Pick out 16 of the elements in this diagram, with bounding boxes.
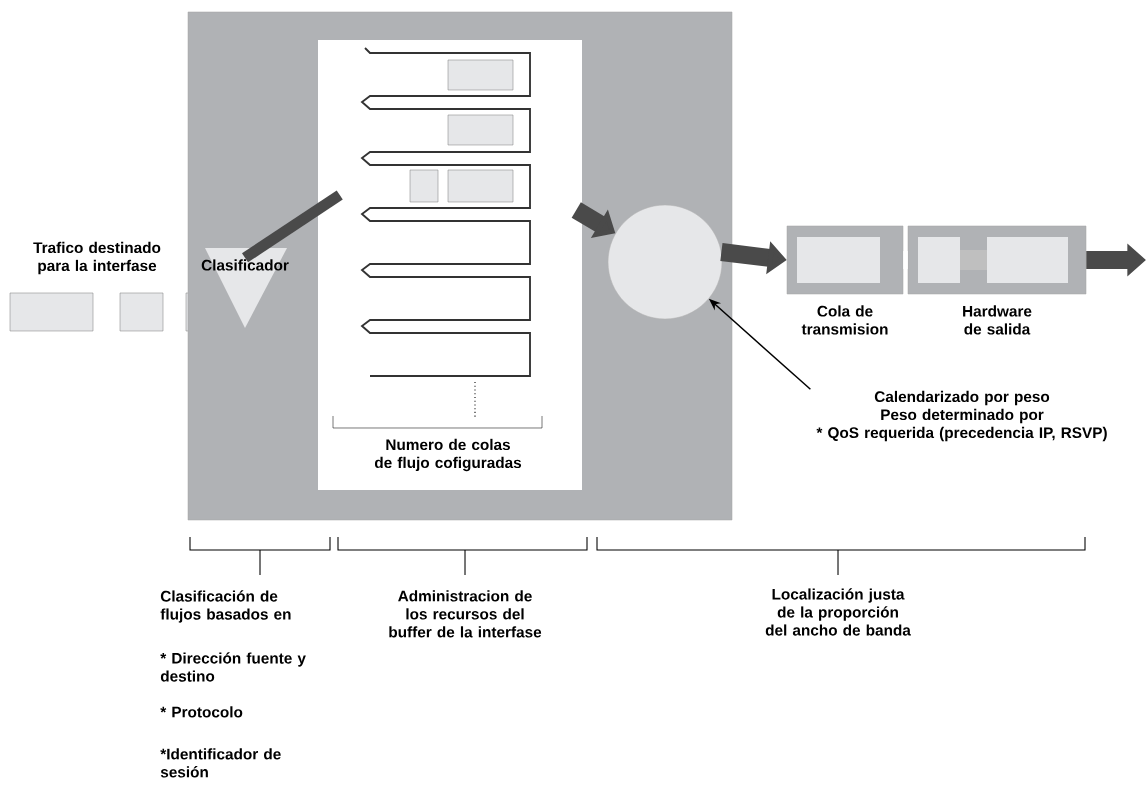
annotation-text: Calendarizado por peso Peso determinado por * QoS requerida (precedencia IP, RSVP) — [816, 390, 1107, 442]
connector-bar — [903, 251, 908, 269]
label-text: Administracion de los recursos del buffer de la interfase — [389, 590, 542, 638]
label-text: Clasificación de flujos basados en — [160, 590, 291, 623]
transmit-queue-box: Cola de transmision — [786, 225, 904, 335]
label-text: * Dirección fuente y destino — [160, 652, 306, 682]
output-hardware-box: Hardware de salida — [907, 225, 1087, 335]
label-text: *Identificador de sesión — [160, 748, 281, 778]
node-label: Hardware de salida — [963, 305, 1032, 335]
connector-bar — [241, 190, 343, 263]
label-text: * Protocolo — [160, 706, 243, 718]
node-label: Cola de transmision — [801, 305, 888, 335]
classifier-triangle: Clasificador — [201, 248, 289, 328]
scheduler-circle — [607, 204, 723, 320]
label-text: Localización justa de la proporción del ancho de banda — [765, 588, 911, 636]
label-text: Trafico destinado para la interfase — [33, 241, 161, 275]
